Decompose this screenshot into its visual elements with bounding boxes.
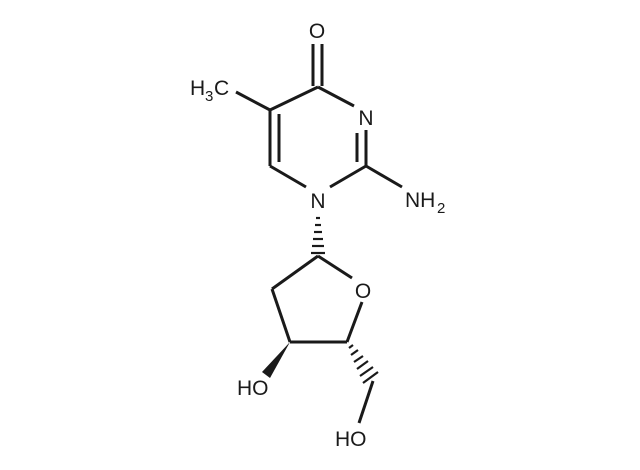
svg-text:H: H: [190, 77, 205, 100]
atom-carbonyl-oxygen: O: [309, 20, 325, 43]
svg-text:2: 2: [437, 200, 445, 217]
bond-c2prime-c3prime: [270, 288, 292, 343]
hashed-bond-n1-c1prime: [311, 216, 325, 255]
bond-c5-c4: [269, 85, 319, 112]
svg-text:NH: NH: [405, 189, 435, 212]
bond-o4prime-c4prime: [345, 301, 364, 343]
bond-n1-c6: [269, 164, 307, 189]
amino-label: NH 2: [405, 189, 445, 217]
wedge-bond-c3prime-oh: [262, 342, 290, 378]
bond-c2-n1: [329, 164, 367, 189]
atom-n1: N: [310, 190, 325, 213]
bond-c5-methyl: [235, 90, 271, 112]
svg-text:C: C: [214, 77, 229, 100]
svg-text:3: 3: [205, 88, 213, 105]
atom-hydroxyl-5prime: HO: [335, 428, 367, 451]
atom-ring-oxygen: O: [355, 280, 371, 303]
hashed-bond-c4prime-c5prime: [348, 344, 379, 384]
bond-c5prime-oh: [357, 380, 375, 424]
methyl-label: H 3 C: [190, 77, 229, 105]
bond-c1prime-o4prime: [317, 254, 353, 280]
atom-n3: N: [358, 107, 373, 130]
bond-c2-nh2: [365, 164, 403, 189]
bond-c4-n3: [317, 85, 355, 108]
atom-hydroxyl-3prime: HO: [237, 377, 269, 400]
bond-c1prime-c2prime: [271, 254, 319, 291]
